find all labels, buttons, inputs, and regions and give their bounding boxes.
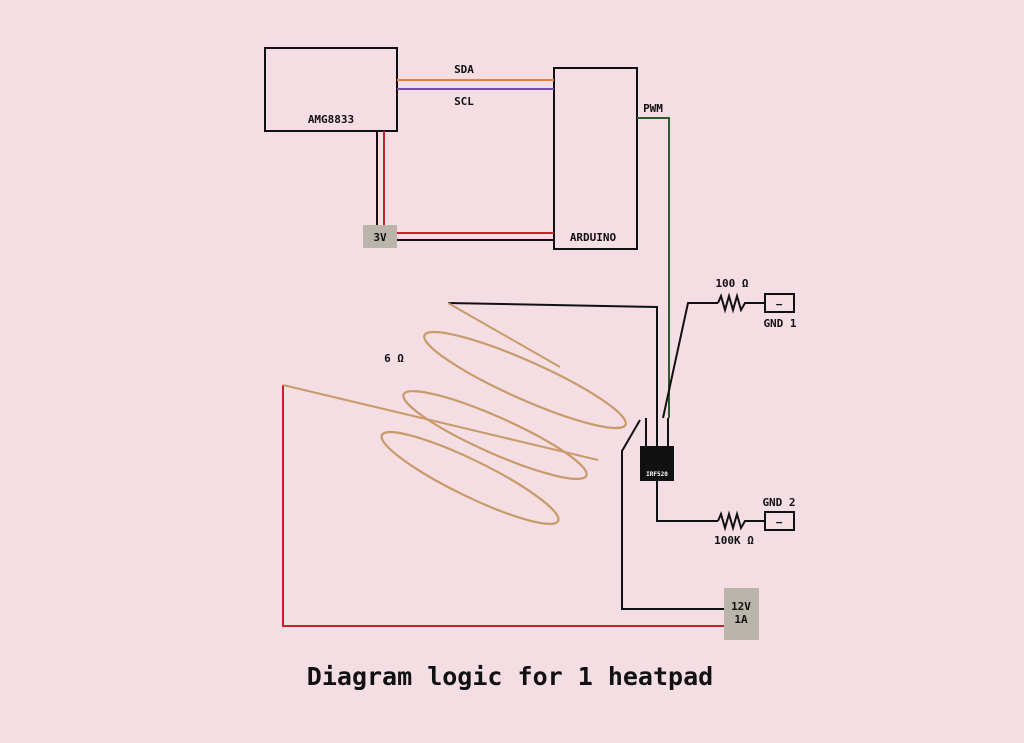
coil-loop-3 [380, 430, 560, 526]
r2-value-label: 100K Ω [714, 534, 754, 547]
power-3v-block: 3V [363, 225, 397, 248]
supply-positive-wire [282, 385, 724, 627]
arduino-label: ARDUINO [570, 231, 617, 244]
coil-loop-2 [402, 390, 588, 480]
heating-coil [380, 330, 627, 526]
supply-ground-wire [621, 419, 724, 610]
supply-12v-block: 12V 1A [724, 588, 759, 640]
gnd2-symbol: − [776, 516, 783, 529]
irf520-mosfet: IRF520 [640, 446, 674, 481]
gnd1-box [764, 293, 795, 313]
gnd1-symbol: − [776, 298, 783, 311]
gnd2-label: GND 2 [762, 496, 795, 509]
arduino-box [553, 67, 638, 250]
source-lead [656, 481, 718, 522]
gnd1-terminal: − GND 1 [763, 293, 797, 330]
sda-label: SDA [454, 63, 474, 76]
gate-resistor-lead [662, 302, 718, 419]
arduino-module: ARDUINO [553, 67, 638, 250]
irf520-label: IRF520 [646, 471, 668, 478]
supply-current-label: 1A [734, 613, 748, 626]
heatpad-lead-wire [447, 302, 658, 418]
amg8833-label: AMG8833 [308, 113, 354, 126]
pwm-wire [637, 117, 670, 418]
pwm-label: PWM [643, 102, 663, 115]
gnd2-terminal: − GND 2 [762, 496, 796, 531]
gnd1-label: GND 1 [763, 317, 796, 330]
heating-coil-leads [282, 302, 599, 461]
r1-value-label: 100 Ω [715, 277, 748, 290]
amg8833-module: AMG8833 [264, 47, 398, 132]
diagram-title: Diagram logic for 1 heatpad [307, 662, 713, 691]
supply-12v-box [724, 588, 759, 640]
resistor-100k-ohm [717, 510, 765, 532]
supply-voltage-label: 12V [731, 600, 751, 613]
resistor-100-ohm [717, 292, 765, 314]
power-3v-box [363, 225, 397, 248]
power-3v-label: 3V [373, 231, 387, 244]
heatpad-resistance-label: 6 Ω [384, 352, 404, 365]
scl-label: SCL [454, 95, 474, 108]
gnd2-box [764, 511, 795, 531]
coil-loop-1 [423, 330, 627, 430]
irf520-body [640, 446, 674, 481]
